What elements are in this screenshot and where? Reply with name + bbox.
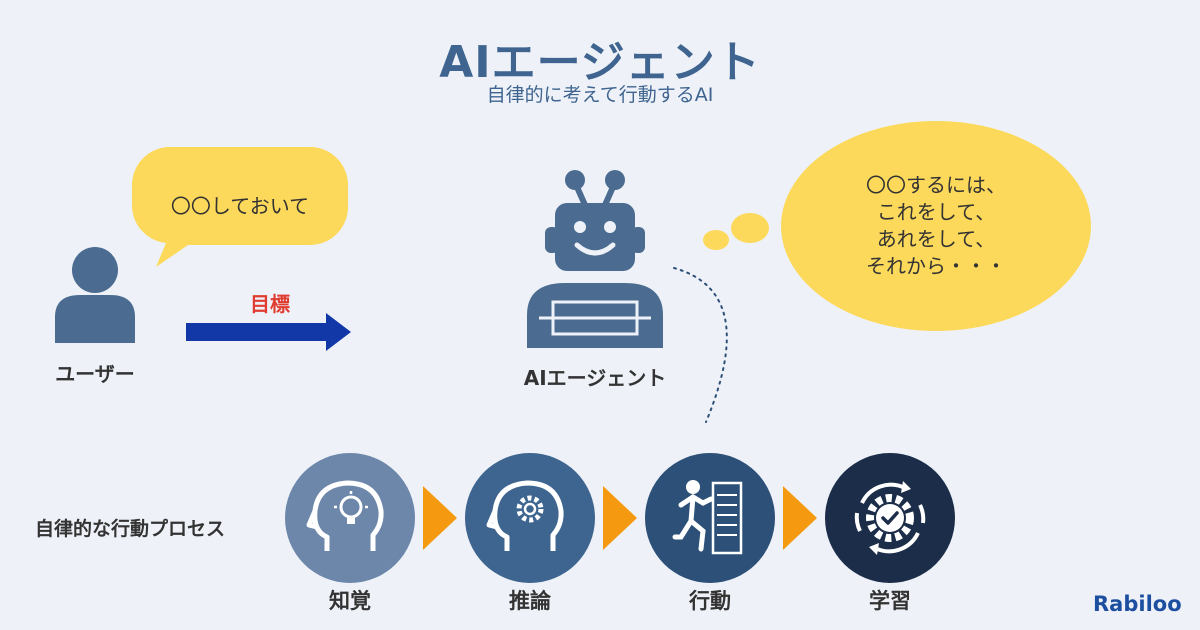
page-title: AIエージェント <box>439 37 761 88</box>
robot-icon <box>527 170 663 348</box>
thought-dots-icon <box>703 213 769 250</box>
goal-label: 目標 <box>250 292 290 316</box>
process-label: 自律的な行動プロセス <box>35 518 226 540</box>
agent-label: AIエージェント <box>523 366 667 390</box>
thought-line: それから・・・ <box>866 254 1006 278</box>
step-label-reasoning: 推論 <box>509 589 551 613</box>
chevron-right-icon <box>783 486 817 550</box>
thought-line: これをして、 <box>876 200 996 224</box>
step-action-circle <box>645 453 775 583</box>
thought-line: 〇〇するには、 <box>866 173 1006 197</box>
dotted-connector <box>673 267 728 423</box>
brand-logo: Rabiloo <box>1093 592 1182 616</box>
page-subtitle: 自律的に考えて行動するAI <box>486 84 714 106</box>
step-perception-circle <box>285 453 415 583</box>
head-gear-icon <box>486 480 564 551</box>
user-speech-text: 〇〇しておいて <box>170 194 310 218</box>
chevron-right-icon <box>603 486 637 550</box>
chevron-right-icon <box>423 486 457 550</box>
thought-bubble-text: 〇〇するには、 これをして、 あれをして、 それから・・・ <box>780 172 1092 280</box>
step-label-learning: 学習 <box>869 589 911 613</box>
head-lightbulb-icon <box>306 480 384 551</box>
step-label-perception: 知覚 <box>329 589 371 613</box>
user-speech-bubble <box>132 147 348 267</box>
user-label: ユーザー <box>55 362 135 386</box>
user-icon <box>55 247 135 343</box>
step-reasoning-circle <box>465 453 595 583</box>
gear-cycle-icon <box>854 481 926 555</box>
thought-line: あれをして、 <box>876 227 996 251</box>
goal-arrow-icon <box>186 313 351 351</box>
thought-bubble <box>781 121 1091 331</box>
step-label-action: 行動 <box>689 589 731 613</box>
running-person-icon <box>672 480 743 555</box>
step-learning-circle <box>825 453 955 583</box>
